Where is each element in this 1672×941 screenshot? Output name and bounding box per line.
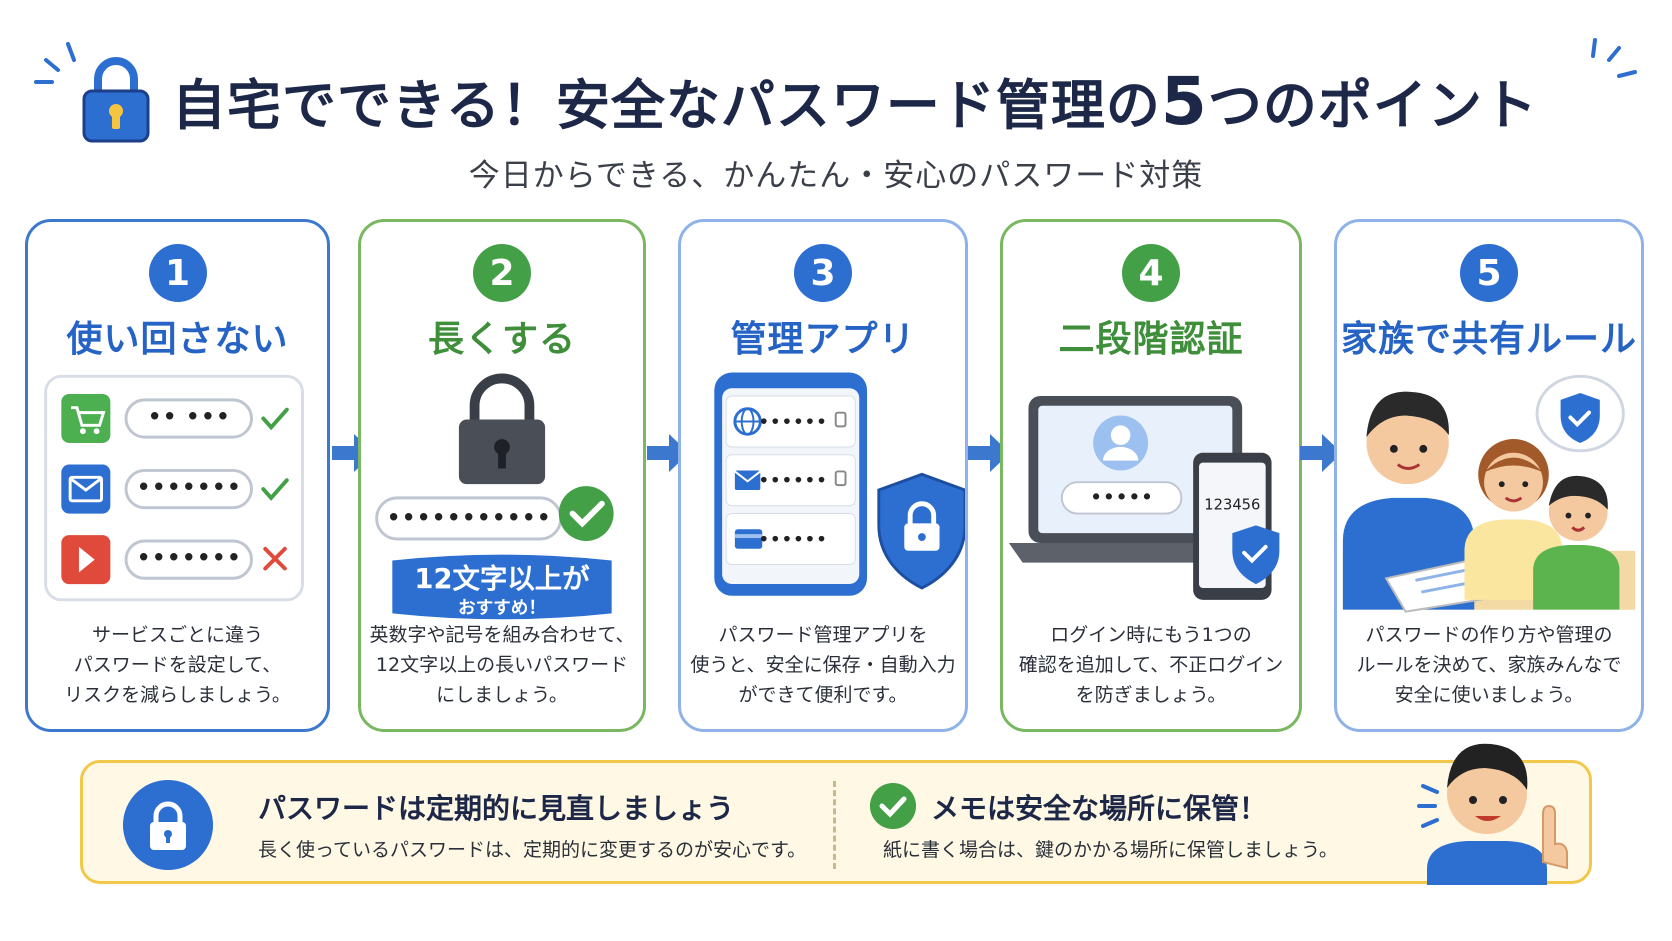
password-dots-3: ••••••• [136,544,241,574]
badge-ribbon [392,554,612,620]
credit-card-icon [734,529,763,549]
card-2: 2 長くする ••••••••••• 12文字以上が おすすめ！ 英数字や記号を… [358,219,646,732]
check-icon [261,478,289,501]
desc-line: を防ぎましょう。 [1075,684,1227,706]
arrow-right-icon [1300,434,1342,472]
banner-divider [833,781,836,869]
desc-line: ログイン時にもう1つの [1050,624,1252,646]
step-number: 3 [794,244,852,302]
padlock-icon [458,373,546,485]
manager-password-3: •••••• [758,528,827,551]
mail-icon [61,464,111,514]
card-4: 4 二段階認証 ••••• 123456 ログイン時にもう1つの 確認を追加して… [1000,219,1302,732]
tip-review-text: 長く使っているパスワードは、定期的に変更するのが安心です。 [258,839,807,861]
desc-line: パスワード管理アプリを [718,624,928,646]
shield-lock-icon [877,472,965,590]
laptop-password-dots: ••••• [1090,486,1154,511]
check-circle-icon [870,783,916,829]
title-end: つのポイント [1207,73,1538,137]
desc-line: 安全に使いましょう。 [1394,684,1584,706]
lock-icon [82,57,150,143]
step-number: 4 [1122,244,1180,302]
mail-icon [734,470,761,491]
page-subtitle: 今日からできる、かんたん・安心のパスワード対策 [468,158,1204,194]
password-manager-illustration: •••••• •••••• •••••• [714,372,965,596]
desc-line: パスワードを設定して、 [73,654,282,676]
card-title: 二段階認証 [1058,319,1244,360]
card-description: 英数字や記号を組み合わせて、 12文字以上の長いパスワード にしましょう。 [361,620,643,710]
password-dots-1: •• ••• [147,402,230,432]
desc-line: ルールを決めて、家族みんなで [1356,654,1622,676]
password-dots-2: ••••••• [136,473,241,503]
header: 自宅でできる！安全なパスワード管理の5つのポイント 今日からできる、かんたん・安… [0,0,1672,210]
check-circle-icon [558,486,614,541]
desc-line: 確認を追加して、不正ログイン [1018,654,1284,676]
title-main: 自宅でできる！安全なパスワード管理の [172,73,1161,137]
user-avatar-icon [1093,415,1149,471]
tips-banner: パスワードは定期的に見直しましょう 長く使っているパスワードは、定期的に変更する… [80,760,1592,884]
child-avatar [1533,475,1620,610]
card-description: ログイン時にもう1つの 確認を追加して、不正ログイン を防ぎましょう。 [1003,620,1299,710]
card-title: 管理アプリ [730,319,916,360]
cross-icon [263,546,287,571]
card-title: 家族で共有ルール [1340,319,1637,360]
tip-review-title: パスワードは定期的に見直しましょう [258,792,735,825]
long-password-dots: ••••••••••• [386,503,551,533]
sparkle-left-icon [34,42,76,84]
long-password-illustration: ••••••••••• 12文字以上が おすすめ！ [375,373,614,620]
family-illustration [1342,374,1636,613]
desc-line: 使うと、安全に保存・自動入力 [690,654,956,676]
card-description: パスワードの作り方や管理の ルールを決めて、家族みんなで 安全に使いましょう。 [1337,620,1641,710]
step-number: 5 [1460,244,1518,302]
badge-line-2: おすすめ！ [458,598,546,618]
sparkle-right-icon [1591,38,1637,78]
shopping-cart-icon [61,393,111,443]
desc-line: サービスごとに違う [91,624,263,646]
desc-line: にしましょう。 [436,684,568,706]
desc-line: 英数字や記号を組み合わせて、 [369,624,635,646]
tip-memo-title: メモは安全な場所に保管！ [931,792,1268,825]
badge-line-1: 12文字以上が [414,563,590,595]
lock-icon [123,780,213,870]
card-description: サービスごとに違う パスワードを設定して、 リスクを減らしましょう。 [28,620,327,710]
title-number: 5 [1160,62,1208,140]
copy-icon [834,470,847,487]
step-number: 1 [148,244,207,302]
card-5: 5 家族で共有ルール [1334,219,1644,732]
two-factor-illustration: ••••• 123456 [1008,395,1280,600]
card-title: 使い回さない [66,319,289,360]
globe-icon [733,407,762,436]
tip-memo-text: 紙に書く場合は、鍵のかかる場所に保管しましょう。 [883,839,1338,861]
step-number: 2 [473,244,531,302]
check-icon [261,407,289,431]
page-title: 自宅でできる！安全なパスワード管理の5つのポイント [80,55,1600,145]
card-title: 長くする [427,319,576,360]
copy-icon [834,411,847,428]
card-description: パスワード管理アプリを 使うと、安全に保存・自動入力 ができて便利です。 [681,620,965,710]
password-list-illustration: •• ••• ••••••• ••••••• [44,374,304,602]
manager-password-2: •••••• [758,469,827,492]
shield-check-icon [1535,374,1625,453]
arrow-right-icon [968,434,1010,472]
boy-pointing-illustration [1417,743,1568,885]
verification-code: 123456 [1204,497,1260,514]
desc-line: ができて便利です。 [738,684,908,706]
video-play-icon [61,535,111,585]
card-1: 1 使い回さない •• ••• ••••••• ••••••• [25,219,330,732]
card-3: 3 管理アプリ •••••• •••••• •••••• [678,219,968,732]
manager-password-1: •••••• [758,410,827,433]
shield-check-icon [1232,525,1280,585]
desc-line: リスクを減らしましょう。 [64,684,291,706]
desc-line: 12文字以上の長いパスワード [375,654,629,676]
desc-line: パスワードの作り方や管理の [1365,624,1613,646]
